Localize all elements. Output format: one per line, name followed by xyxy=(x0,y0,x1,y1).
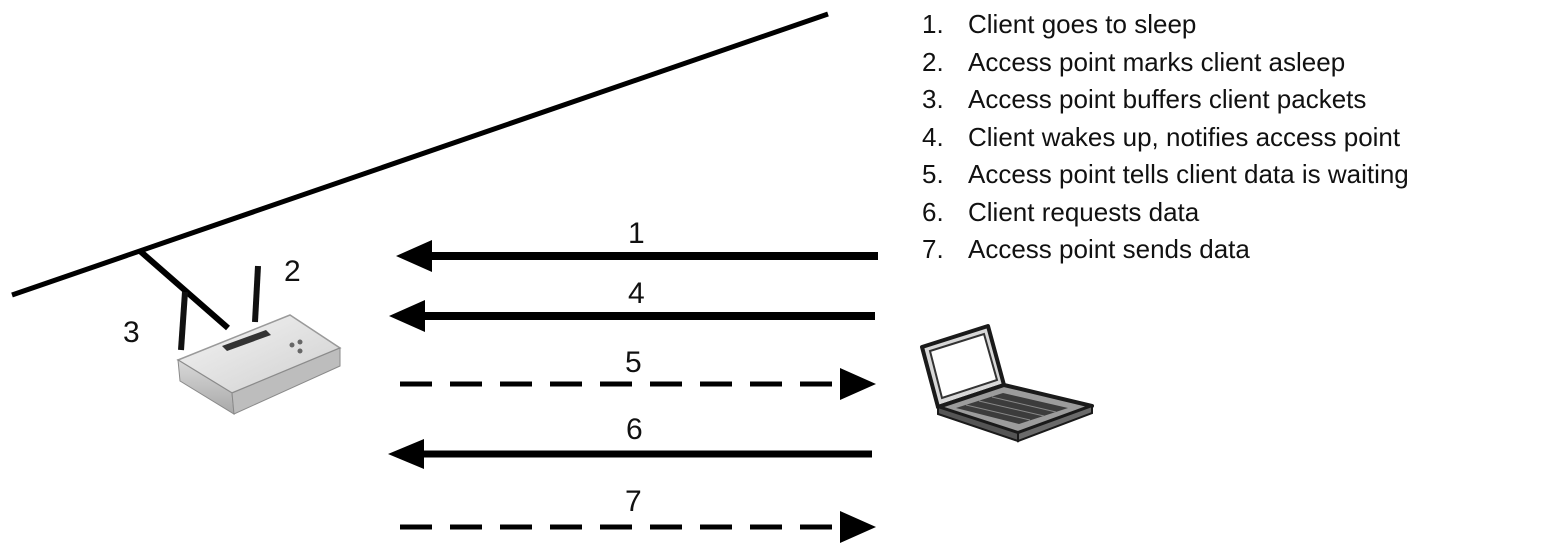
step-number: 5. xyxy=(922,159,944,189)
arrow-6-label: 6 xyxy=(626,413,643,446)
network-step-label: 3 xyxy=(123,316,140,349)
arrow-4-label: 4 xyxy=(628,277,645,310)
arrow-6: 6 xyxy=(388,413,872,469)
step-number: 6. xyxy=(922,196,944,227)
arrow-1: 1 xyxy=(396,217,878,272)
arrow-4: 4 xyxy=(389,277,875,332)
step-text: Access point buffers client packets xyxy=(968,84,1367,114)
step-text: Access point sends data xyxy=(968,234,1250,264)
wireless-router-icon xyxy=(176,265,342,415)
laptop-icon xyxy=(920,324,1094,443)
step-number: 2. xyxy=(922,46,944,77)
arrow-7: 7 xyxy=(400,485,876,543)
step-number: 1. xyxy=(922,9,944,39)
step-number: 7. xyxy=(922,234,944,264)
arrow-7-label: 7 xyxy=(625,485,642,518)
steps-list: 1. Client goes to sleep 2. Access point ma… xyxy=(922,6,1409,269)
step-text: Access point tells client data is waitin… xyxy=(968,159,1409,189)
step-item: 4. Client wakes up, notifies access point xyxy=(922,119,1409,157)
step-number: 4. xyxy=(922,121,944,152)
message-arrows: 1 4 5 6 7 xyxy=(388,217,878,543)
step-text: Client goes to sleep xyxy=(968,9,1197,39)
arrow-5: 5 xyxy=(400,346,876,400)
arrow-5-label: 5 xyxy=(625,346,642,379)
step-item: 2. Access point marks client asleep xyxy=(922,44,1409,82)
step-item: 1. Client goes to sleep xyxy=(922,6,1409,44)
router-step-label: 2 xyxy=(284,255,301,288)
step-item: 5. Access point tells client data is wait… xyxy=(922,156,1409,194)
step-item: 7. Access point sends data xyxy=(922,231,1409,269)
step-text: Client requests data xyxy=(968,196,1200,227)
access-point-cable xyxy=(138,248,230,331)
step-text: Access point marks client asleep xyxy=(968,46,1346,77)
step-number: 3. xyxy=(922,84,944,114)
step-item: 3. Access point buffers client packets xyxy=(922,81,1409,119)
network-backbone-line xyxy=(11,11,829,298)
step-text: Client wakes up, notifies access point xyxy=(968,121,1401,152)
step-item: 6. Client requests data xyxy=(922,194,1409,232)
arrow-1-label: 1 xyxy=(628,217,645,250)
